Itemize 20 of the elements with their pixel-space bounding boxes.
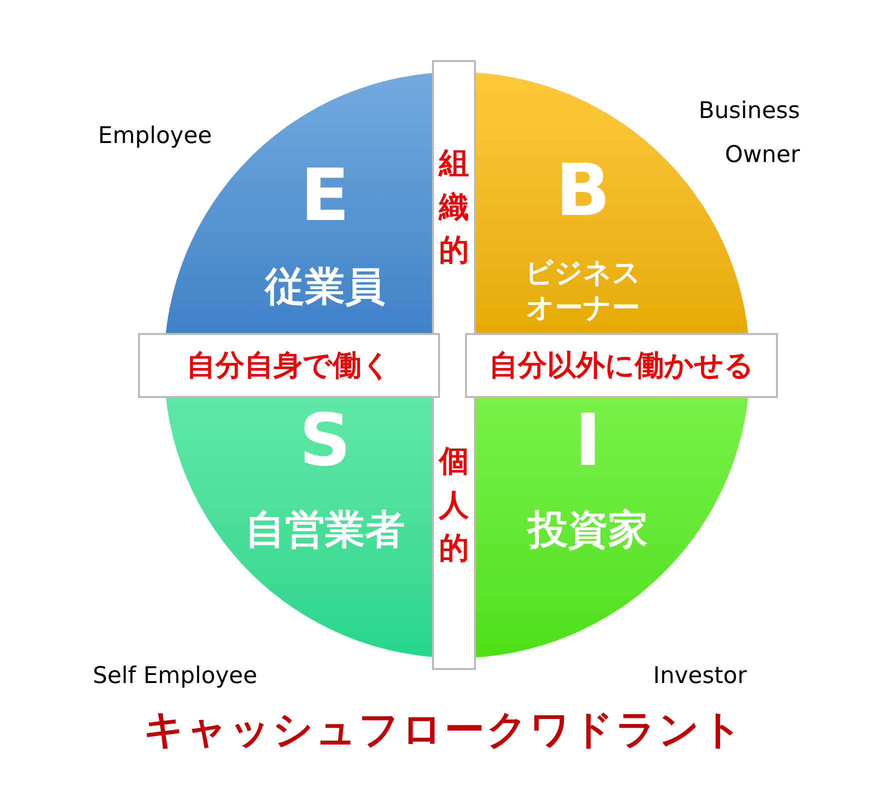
quadrant-letter: E — [300, 152, 350, 239]
english-label: Self Employee — [92, 662, 258, 691]
box-text: 自分以外に働かせる — [489, 346, 754, 384]
bar-text: 組織的 — [439, 145, 469, 270]
quadrant-name: 投資家 — [528, 506, 648, 555]
english-label: Business Owner — [698, 97, 800, 170]
box-text: 自分自身で働く — [186, 346, 392, 384]
quadrant-letter: B — [556, 147, 610, 234]
quadrant-letter: S — [299, 397, 351, 484]
quadrant-letter: I — [574, 397, 602, 484]
english-label: Investor — [652, 662, 748, 691]
english-label: Employee — [97, 122, 213, 151]
quadrant-name: 自営業者 — [245, 506, 405, 555]
title: キャッシュフロークワドラント — [142, 706, 746, 755]
quadrant-name: ビジネスオーナー — [524, 255, 642, 325]
label-box — [138, 333, 440, 398]
vertical-bar — [432, 60, 476, 670]
label-box — [465, 333, 778, 398]
quadrant-name: 従業員 — [265, 263, 385, 312]
bar-text: 個人的 — [439, 443, 469, 568]
